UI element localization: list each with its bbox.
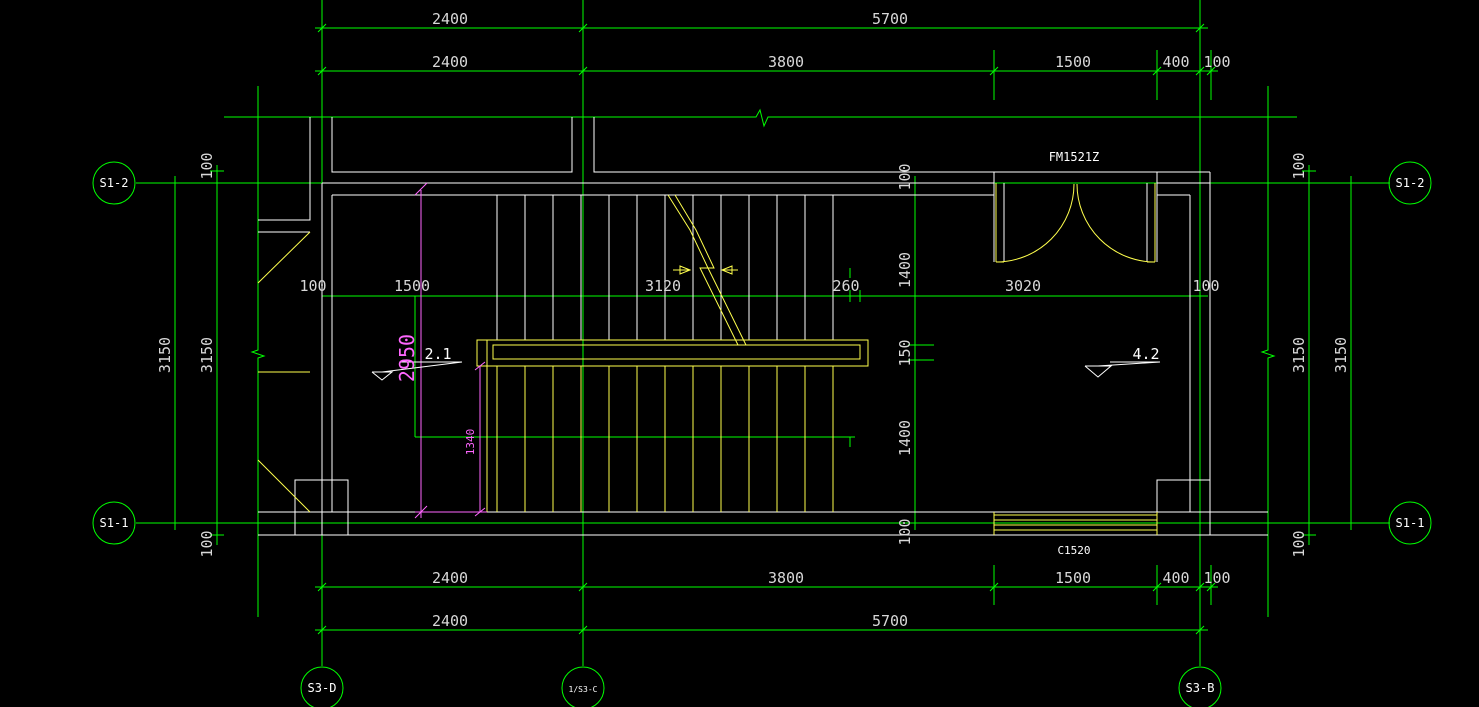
stair-break-line <box>667 194 747 346</box>
stair-upper-flight <box>496 195 834 340</box>
stair-lower-flight <box>496 366 834 512</box>
dim-right-inner: 3150 <box>1290 337 1308 373</box>
grid-lines <box>136 0 1390 666</box>
stair-landing-rail <box>476 339 869 512</box>
dim-top-inner-5: 100 <box>1203 53 1230 71</box>
dim-mid-3: 3120 <box>645 277 681 295</box>
dim-center-3: 150 <box>896 339 914 366</box>
dim-mid-2: 1500 <box>394 277 430 295</box>
dim-bottom-outer-1: 2400 <box>432 612 468 630</box>
axis-circles <box>92 161 1432 707</box>
dim-center-2: 1400 <box>896 252 914 288</box>
level-landing: 2.1 <box>424 345 451 363</box>
level-markers <box>371 361 1161 381</box>
window-label: C1520 <box>1057 544 1090 557</box>
dim-mid-4: 260 <box>832 277 859 295</box>
dim-left-top-small: 100 <box>198 152 216 179</box>
dim-top-inner-4: 400 <box>1162 53 1189 71</box>
dim-top-outer-1: 2400 <box>432 10 468 28</box>
dim-right-outer: 3150 <box>1332 337 1350 373</box>
dim-mid-5: 3020 <box>1005 277 1041 295</box>
dim-top-inner-1: 2400 <box>432 53 468 71</box>
dim-left-inner: 3150 <box>198 337 216 373</box>
axis-s3-d: S3-D <box>308 681 337 695</box>
axis-s3-c: 1/S3-C <box>569 685 598 694</box>
dim-top-inner-2: 3800 <box>768 53 804 71</box>
dim-stair-run: 2950 <box>395 334 419 382</box>
dim-left-bottom-small: 100 <box>198 530 216 557</box>
axis-s3-b: S3-B <box>1186 681 1215 695</box>
door-label: FM1521Z <box>1049 150 1100 164</box>
dim-center-1: 100 <box>896 163 914 190</box>
side-elements <box>257 231 1158 535</box>
dim-center-4: 1400 <box>896 420 914 456</box>
dim-center-5: 100 <box>896 518 914 545</box>
level-floor: 4.2 <box>1132 345 1159 363</box>
double-door-swing <box>995 183 1156 263</box>
dim-bottom-outer-2: 5700 <box>872 612 908 630</box>
axis-s1-2-right: S1-2 <box>1396 176 1425 190</box>
walls <box>258 117 1268 536</box>
dim-bottom-inner-2: 3800 <box>768 569 804 587</box>
dim-top-inner-3: 1500 <box>1055 53 1091 71</box>
dim-bottom-inner-1: 2400 <box>432 569 468 587</box>
dim-bottom-inner-5: 100 <box>1203 569 1230 587</box>
dim-bottom-inner-4: 400 <box>1162 569 1189 587</box>
dim-mid-1: 100 <box>299 277 326 295</box>
axis-s1-1-right: S1-1 <box>1396 516 1425 530</box>
dimension-ticks <box>317 23 1216 635</box>
axis-s1-2-left: S1-2 <box>100 176 129 190</box>
dim-bottom-inner-3: 1500 <box>1055 569 1091 587</box>
dim-top-outer-2: 5700 <box>872 10 908 28</box>
stair-run-dimension <box>414 182 487 519</box>
dim-mid-6: 100 <box>1192 277 1219 295</box>
dim-right-top-small: 100 <box>1290 152 1308 179</box>
dim-flight-small: 1340 <box>464 429 477 456</box>
dim-right-bottom-small: 100 <box>1290 530 1308 557</box>
dim-left-outer: 3150 <box>156 337 174 373</box>
axis-s1-1-left: S1-1 <box>100 516 129 530</box>
